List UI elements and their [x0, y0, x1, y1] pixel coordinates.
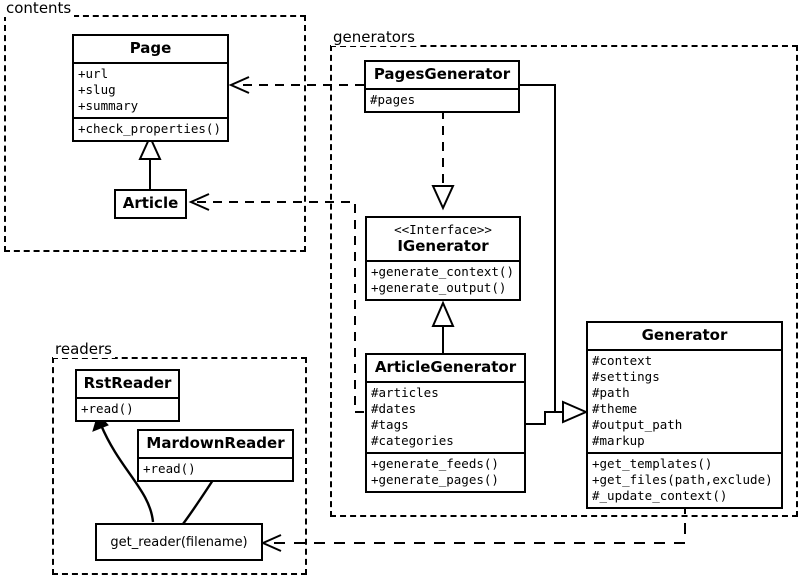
class-generator[interactable]: Generator #context #settings #path #them… — [586, 321, 783, 509]
class-page[interactable]: Page +url +slug +summary +check_properti… — [72, 34, 229, 142]
attribute: #path — [592, 385, 630, 400]
attribute: #articles — [371, 385, 439, 400]
class-mardown-reader-methods: +read() — [139, 457, 292, 480]
class-article-generator[interactable]: ArticleGenerator #articles #dates #tags … — [365, 353, 526, 493]
class-igenerator-name: IGenerator — [397, 237, 489, 255]
function-get-reader-label: get_reader(filename) — [110, 534, 248, 550]
package-readers — [52, 357, 307, 575]
class-pages-generator-attributes: #pages — [366, 88, 518, 111]
class-article-generator-attributes: #articles #dates #tags #categories — [367, 381, 524, 452]
class-rst-reader[interactable]: RstReader +read() — [75, 369, 180, 422]
function-get-reader[interactable]: get_reader(filename) — [95, 523, 263, 561]
class-article-generator-methods: +generate_feeds() +generate_pages() — [367, 452, 524, 491]
attribute: +summary — [78, 98, 139, 113]
method: +generate_context() — [371, 264, 514, 279]
class-generator-methods: +get_templates() +get_files(path,exclude… — [588, 452, 781, 507]
class-igenerator[interactable]: <<Interface>> IGenerator +generate_conte… — [365, 216, 521, 301]
method: +generate_feeds() — [371, 456, 499, 471]
method: +get_templates() — [592, 456, 713, 471]
attribute: #categories — [371, 433, 454, 448]
class-article-generator-name: ArticleGenerator — [374, 358, 517, 376]
method: +generate_output() — [371, 280, 507, 295]
attribute: #output_path — [592, 417, 683, 432]
class-article[interactable]: Article — [114, 189, 187, 219]
class-generator-attributes: #context #settings #path #theme #output_… — [588, 349, 781, 452]
attribute: #tags — [371, 417, 409, 432]
package-contents — [4, 15, 306, 252]
attribute: +slug — [78, 82, 116, 97]
attribute: #context — [592, 353, 653, 368]
attribute: +url — [78, 66, 109, 81]
method: +read() — [81, 401, 134, 416]
class-article-name: Article — [122, 194, 179, 212]
method: +get_files(path,exclude) — [592, 472, 773, 487]
class-mardown-reader[interactable]: MardownReader +read() — [137, 429, 294, 482]
class-pages-generator[interactable]: PagesGenerator #pages — [364, 60, 520, 113]
attribute: #dates — [371, 401, 417, 416]
class-page-attributes: +url +slug +summary — [74, 62, 227, 117]
class-pages-generator-name: PagesGenerator — [373, 65, 511, 83]
class-mardown-reader-name: MardownReader — [146, 434, 285, 452]
attribute: #markup — [592, 433, 645, 448]
package-readers-label: readers — [53, 341, 115, 358]
method: +generate_pages() — [371, 472, 499, 487]
class-page-methods: +check_properties() — [74, 117, 227, 140]
package-contents-label: contents — [4, 0, 75, 17]
class-rst-reader-name: RstReader — [83, 374, 172, 392]
class-igenerator-methods: +generate_context() +generate_output() — [367, 260, 519, 299]
class-rst-reader-methods: +read() — [77, 397, 178, 420]
attribute: #settings — [592, 369, 660, 384]
attribute: #theme — [592, 401, 638, 416]
method: +read() — [143, 461, 196, 476]
method: #_update_context() — [592, 488, 728, 503]
class-generator-name: Generator — [641, 326, 728, 344]
attribute: #pages — [370, 92, 416, 107]
class-igenerator-stereotype: <<Interface>> — [394, 222, 492, 237]
package-generators-label: generators — [331, 29, 418, 46]
method: +check_properties() — [78, 121, 221, 136]
class-page-name: Page — [129, 39, 172, 57]
